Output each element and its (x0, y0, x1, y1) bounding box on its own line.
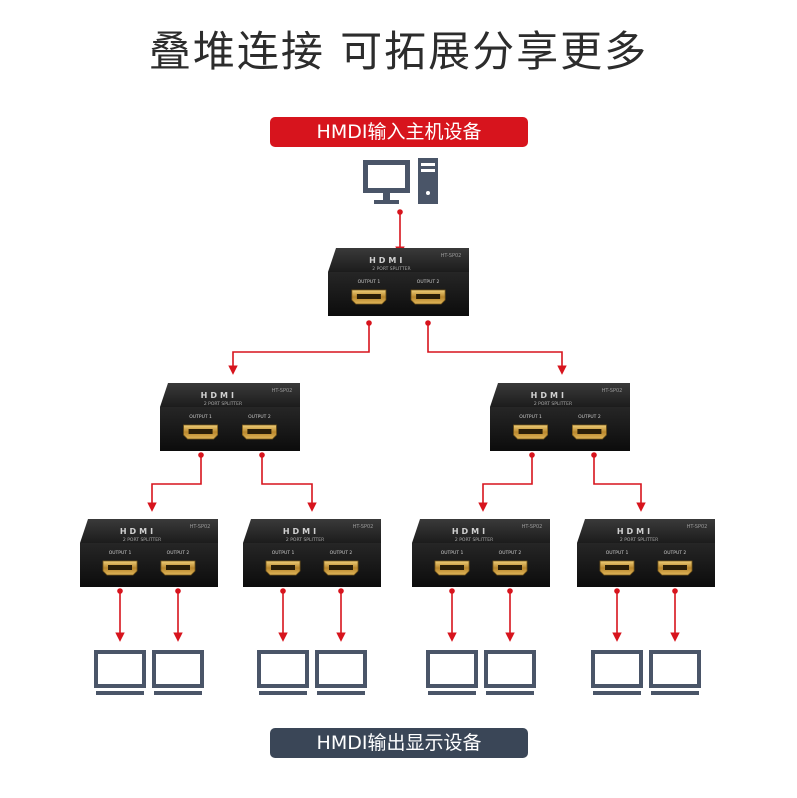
splitter-level3-4: HDMI HT-SP02 2 PORT SPLITTER OUTPUT 1 OUTPUT… (577, 519, 715, 587)
connection-lines (115, 209, 680, 642)
monitor-icon-5 (426, 650, 478, 695)
output-1-label: OUTPUT 1 (606, 550, 629, 556)
model-label: HT-SP02 (441, 253, 462, 259)
connection-dot (338, 588, 344, 594)
output-1-label: OUTPUT 1 (519, 414, 542, 420)
model-label: HT-SP02 (272, 388, 293, 394)
monitor-icon-7 (591, 650, 643, 695)
connection-dot (280, 588, 286, 594)
connection-dot (672, 588, 678, 594)
output-2-label: OUTPUT 2 (330, 550, 353, 556)
splitter-level3-3: HDMI HT-SP02 2 PORT SPLITTER OUTPUT 1 OUTPUT… (412, 519, 550, 587)
output-2-label: OUTPUT 2 (167, 550, 190, 556)
model-label: HT-SP02 (522, 524, 543, 530)
monitor-icon-8 (649, 650, 701, 695)
splitter-root: HDMI HT-SP02 2 PORT SPLITTER OUTPUT 1 OUTPUT… (328, 248, 469, 316)
hdmi-logo: HDMI (201, 391, 237, 400)
subtitle-label: 2 PORT SPLITTER (123, 537, 161, 543)
subtitle-label: 2 PORT SPLITTER (372, 266, 410, 272)
output-2-label: OUTPUT 2 (499, 550, 522, 556)
hdmi-logo: HDMI (617, 527, 653, 536)
subtitle-label: 2 PORT SPLITTER (620, 537, 658, 543)
model-label: HT-SP02 (190, 524, 211, 530)
arrow-root-out2 (427, 323, 567, 375)
output-1-label: OUTPUT 1 (272, 550, 295, 556)
subtitle-label: 2 PORT SPLITTER (204, 401, 242, 407)
hdmi-logo: HDMI (283, 527, 319, 536)
connection-dot (449, 588, 455, 594)
splitter-level2-left: HDMI HT-SP02 2 PORT SPLITTER OUTPUT 1 OUTPUT… (160, 383, 300, 451)
connection-dot (175, 588, 181, 594)
arrow-l2b-out2 (593, 455, 646, 512)
page-title: 叠堆连接 可拓展分享更多 (148, 27, 649, 76)
monitor-icon-6 (484, 650, 536, 695)
source-device-label: HMDI输入主机设备 (270, 117, 528, 147)
output-1-label: OUTPUT 1 (189, 414, 212, 420)
subtitle-label: 2 PORT SPLITTER (286, 537, 324, 543)
connection-dot (259, 452, 265, 458)
monitor-icon-3 (257, 650, 309, 695)
hdmi-logo: HDMI (120, 527, 156, 536)
splitter-level3-2: HDMI HT-SP02 2 PORT SPLITTER OUTPUT 1 OUTPUT… (243, 519, 381, 587)
arrow-l2a-out1 (147, 455, 202, 512)
output-1-label: OUTPUT 1 (441, 550, 464, 556)
monitor-icon-4 (315, 650, 367, 695)
model-label: HT-SP02 (602, 388, 623, 394)
output-monitors (94, 650, 701, 695)
connection-dot (198, 452, 204, 458)
arrow-root-out1 (228, 323, 370, 375)
connection-dot (591, 452, 597, 458)
output-1-label: OUTPUT 1 (109, 550, 132, 556)
model-label: HT-SP02 (353, 524, 374, 530)
connection-dot (529, 452, 535, 458)
output-device-label: HMDI输出显示设备 (270, 728, 528, 758)
splitter-level2-right: HDMI HT-SP02 2 PORT SPLITTER OUTPUT 1 OUTPUT… (490, 383, 630, 451)
connection-dot (614, 588, 620, 594)
subtitle-label: 2 PORT SPLITTER (534, 401, 572, 407)
connection-dot (117, 588, 123, 594)
model-label: HT-SP02 (687, 524, 708, 530)
hdmi-logo: HDMI (452, 527, 488, 536)
splitter-units: HDMI HT-SP02 2 PORT SPLITTER OUTPUT 1 OUTPUT… (80, 248, 715, 587)
connection-dot (397, 209, 403, 215)
monitor-icon-2 (152, 650, 204, 695)
arrow-l2b-out1 (478, 455, 533, 512)
connection-dot (366, 320, 372, 326)
computer-icon (363, 158, 438, 204)
arrow-l2a-out2 (261, 455, 317, 512)
output-2-label: OUTPUT 2 (664, 550, 687, 556)
output-2-label: OUTPUT 2 (248, 414, 271, 420)
hdmi-logo: HDMI (369, 256, 405, 265)
output-2-label: OUTPUT 2 (578, 414, 601, 420)
hdmi-logo: HDMI (531, 391, 567, 400)
subtitle-label: 2 PORT SPLITTER (455, 537, 493, 543)
monitor-icon-1 (94, 650, 146, 695)
output-1-label: OUTPUT 1 (358, 279, 381, 285)
output-2-label: OUTPUT 2 (417, 279, 440, 285)
splitter-level3-1: HDMI HT-SP02 2 PORT SPLITTER OUTPUT 1 OUTPUT… (80, 519, 218, 587)
connection-dot (425, 320, 431, 326)
connection-dot (507, 588, 513, 594)
